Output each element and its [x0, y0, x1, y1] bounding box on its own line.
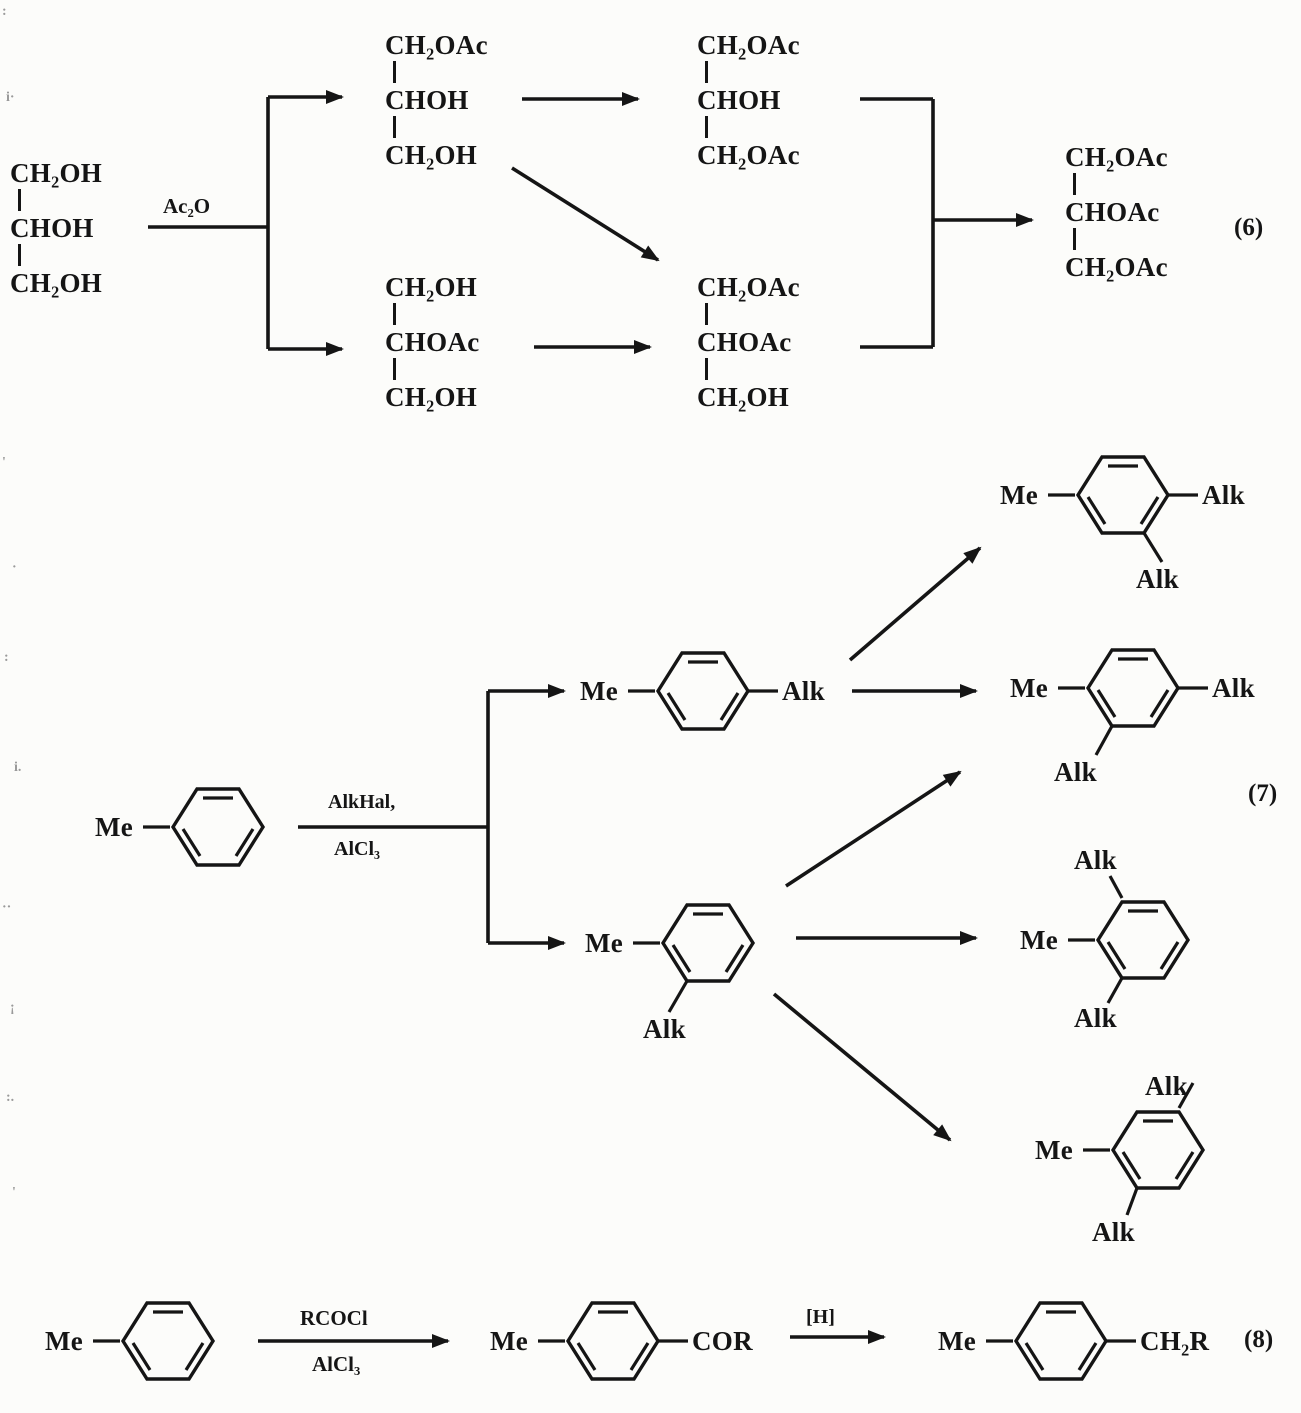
alkyl-label-right: Alk [1212, 673, 1255, 703]
reagent-label-alcl3: AlCl₃ [334, 838, 380, 860]
methyl-label: Me [580, 676, 619, 706]
formula-line: CHOH [385, 61, 488, 115]
reduction-reagent-label: [H] [806, 1306, 835, 1328]
formula-line: CH₂OH [10, 158, 103, 188]
formula-line: CHOH [697, 61, 800, 115]
formula-line: CH₂OAc [1065, 142, 1168, 172]
arrow-ortho-up-diagonal [785, 770, 962, 888]
alkyl-label-below: Alk [1092, 1217, 1135, 1247]
benzene-ring [1058, 648, 1208, 756]
arrow-cross-diagonal [511, 166, 660, 262]
reagent-label-ac2o: Ac₂O [163, 194, 211, 218]
methyl-label: Me [1010, 673, 1049, 703]
formula-line: CH₂OAc [697, 272, 800, 302]
methyl-label: Me [938, 1326, 977, 1356]
benzene-ring [143, 787, 265, 867]
reagent-label-alcl3: AlCl₃ [312, 1352, 361, 1376]
alkyl-label-below: Alk [643, 1014, 686, 1044]
formula-line: CH₂OH [10, 244, 103, 298]
diacetate-13-structure: CH₂OAc CHOH CH₂OAc [697, 30, 800, 195]
formula-line: CH₂OAc [385, 30, 488, 60]
scan-artifact: :. [6, 1090, 15, 1105]
arrow-ortho-to-product4 [772, 992, 952, 1142]
scan-artifact: · [12, 560, 17, 575]
formula-line: CH₂OH [385, 358, 479, 412]
alkyl-label-below: Alk [1074, 1003, 1117, 1033]
scan-artifact: : [2, 4, 7, 19]
equation-number-6: (6) [1234, 214, 1264, 241]
reagent-label-rcocl: RCOCl [300, 1306, 368, 1330]
benzene-ring [1083, 1082, 1205, 1216]
glycerol-structure: CH₂OH CHOH CH₂OH [10, 158, 102, 323]
formula-line: CH₂OAc [697, 30, 800, 60]
methyl-label: Me [585, 928, 624, 958]
scan-artifact: : [4, 650, 9, 665]
equation-number-7: (7) [1248, 780, 1278, 807]
scheme7-arrows [298, 546, 982, 1142]
alkyl-label-above: Alk [1145, 1071, 1188, 1101]
alkyl-label-below: Alk [1136, 564, 1179, 594]
formula-line: CH₂OH [385, 116, 488, 170]
scan-artifact: i· [6, 90, 15, 105]
arrow-para-to-product1 [848, 546, 982, 662]
benzene-ring [633, 903, 755, 1013]
methyl-label: Me [95, 812, 134, 842]
benzene-ring [538, 1301, 688, 1381]
monoacetate-2-structure: CH₂OH CHOAc CH₂OH [385, 272, 479, 437]
scheme6-arrows [148, 90, 1034, 356]
scan-artifact: ¡ [10, 1000, 15, 1015]
triacetate-structure: CH₂OAc CHOAc CH₂OAc [1065, 142, 1168, 307]
scheme8-arrows [258, 1330, 886, 1348]
formula-line: CHOAc [1065, 173, 1168, 227]
monoacetate-1-structure: CH₂OAc CHOH CH₂OH [385, 30, 488, 195]
methyl-label: Me [490, 1326, 529, 1356]
formula-line: CH₂OAc [1065, 228, 1168, 282]
formula-line: CHOAc [385, 303, 480, 357]
scan-artifact: ' [2, 455, 6, 470]
scan-artifact: ·· [2, 900, 12, 915]
equation-number-8: (8) [1244, 1326, 1274, 1353]
diacetate-12-structure: CH₂OAc CHOAc CH₂OH [697, 272, 800, 437]
alkyl-label-above: Alk [1074, 845, 1117, 875]
methyl-label: Me [1000, 480, 1039, 510]
formula-line: CH₂OAc [697, 116, 800, 170]
benzene-ring [1048, 455, 1198, 563]
formula-line: CHOAc [697, 303, 800, 357]
benzene-ring [986, 1301, 1136, 1381]
formula-line: CHOH [10, 189, 102, 243]
alkyl-group-label: CH₂R [1140, 1326, 1210, 1356]
benzene-ring [628, 651, 778, 731]
methyl-label: Me [1035, 1135, 1074, 1165]
alkyl-label-right: Alk [1202, 480, 1245, 510]
alkyl-label: Alk [782, 676, 825, 706]
methyl-label: Me [45, 1326, 84, 1356]
methyl-label: Me [1020, 925, 1059, 955]
reagent-label-alkhal: AlkHal, [328, 791, 396, 813]
scan-artifact: ' [12, 1185, 16, 1200]
alkyl-label-below: Alk [1054, 757, 1097, 787]
formula-line: CH₂OH [385, 272, 478, 302]
formula-line: CH₂OH [697, 358, 800, 412]
benzene-ring [1068, 875, 1190, 1004]
acyl-group-label: COR [692, 1326, 753, 1356]
scan-artifact: i. [14, 760, 22, 775]
benzene-ring [93, 1301, 215, 1381]
